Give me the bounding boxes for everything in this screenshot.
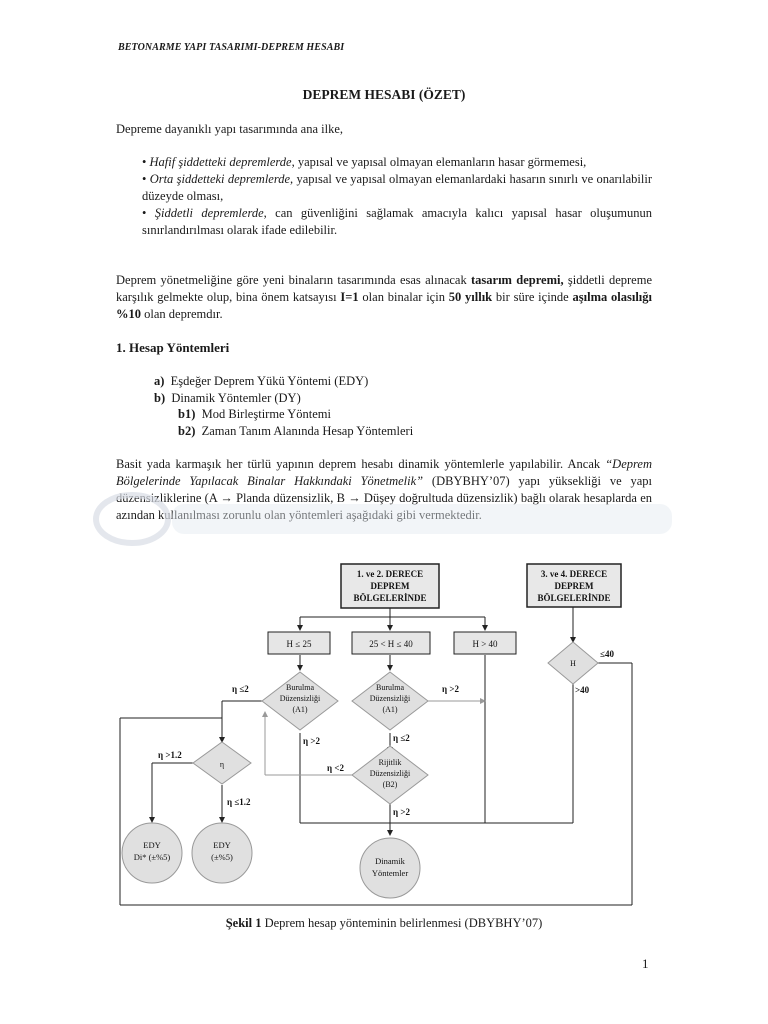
eta-bi-le2-mid-label: η ≤2 <box>393 733 410 743</box>
edy-1-line: Di* (±%5) <box>134 852 171 862</box>
a1-mid-line: Burulma <box>376 683 404 692</box>
edy-2-line: (±%5) <box>211 852 233 862</box>
list-item: b) Dinamik Yöntemler (DY) <box>154 390 301 405</box>
hn-diamond-label: H <box>570 659 576 668</box>
eta-ki-lt2-label: η <2 <box>327 763 344 773</box>
a1-left-line: (A1) <box>292 705 307 714</box>
hn-gt-40-label: >40 <box>575 685 590 695</box>
eta-diamond-label: η <box>220 760 224 769</box>
edy-2-line: EDY <box>213 840 230 850</box>
eta-bi-gt2-right-label: η >2 <box>442 684 459 694</box>
zone-1-2-line: DEPREM <box>371 581 411 591</box>
b2-line: Düzensizliği <box>370 769 411 778</box>
a1-left-line: Burulma <box>286 683 314 692</box>
intro-paragraph: Depreme dayanıklı yapı tasarımında ana i… <box>116 122 343 136</box>
bullet-lead: Şiddetli depremlerde <box>154 206 264 220</box>
a1-mid-line: (A1) <box>382 705 397 714</box>
design-earthquake-paragraph: Deprem yönetmeliğine göre yeni binaların… <box>116 273 653 321</box>
bullet-lead: Hafif şiddetteki depremlerde <box>149 155 292 169</box>
zone-3-4-line: BÖLGELERİNDE <box>537 593 610 603</box>
zone-3-4-line: DEPREM <box>555 581 595 591</box>
bullet-lead: Orta şiddetteki depremlerde, <box>149 172 294 186</box>
zone-1-2-line: BÖLGELERİNDE <box>353 593 426 603</box>
methods-paragraph: Basit yada karmaşık her türlü yapının de… <box>116 457 652 522</box>
list-item: b2) Zaman Tanım Alanında Hesap Yöntemler… <box>178 423 414 438</box>
b2-line: (B2) <box>383 780 398 789</box>
principle-list: • Hafif şiddetteki depremlerde, yapısal … <box>142 154 652 239</box>
zone-1-2-line: 1. ve 2. DERECE <box>357 569 423 579</box>
running-header: BETONARME YAPI TASARIMI-DEPREM HESABI <box>118 42 345 53</box>
height-condition-2: 25 < H ≤ 40 <box>369 639 413 649</box>
page-number: 1 <box>642 956 649 971</box>
a1-left-line: Düzensizliği <box>280 694 321 703</box>
list-item: • Hafif şiddetteki depremlerde, yapısal … <box>142 155 587 169</box>
eta-bi-le2-label: η ≤2 <box>232 684 249 694</box>
list-item: b1) Mod Birleştirme Yöntemi <box>178 407 332 421</box>
zone-3-4-line: 3. ve 4. DERECE <box>541 569 607 579</box>
bullet-text: yapısal ve yapısal olmayan elemanlardaki… <box>142 172 652 203</box>
list-item: • Orta şiddetteki depremlerde, yapısal v… <box>142 172 652 203</box>
section-heading: 1. Hesap Yöntemleri <box>116 340 230 355</box>
figure-caption: Şekil 1 Deprem hesap yönteminin belirlen… <box>225 916 543 930</box>
dynamic-line: Dinamik <box>375 856 405 866</box>
dynamic-line: Yöntemler <box>372 868 409 878</box>
bullet-text: , yapısal ve yapısal olmayan elemanların… <box>291 155 587 169</box>
a1-mid-line: Düzensizliği <box>370 694 411 703</box>
list-item: a) Eşdeğer Deprem Yükü Yöntemi (EDY) <box>154 374 369 388</box>
methods-list: a) Eşdeğer Deprem Yükü Yöntemi (EDY) b) … <box>154 373 413 439</box>
zone-1-2-box <box>340 563 440 609</box>
edy-1-line: EDY <box>143 840 160 850</box>
hn-le-40-label: ≤40 <box>600 649 614 659</box>
eta-bi-gt2-label: η >2 <box>303 736 320 746</box>
b2-line: Rijitlik <box>379 758 402 767</box>
list-item: • Şiddetli depremlerde, can güvenliğini … <box>142 206 652 237</box>
eta-ki-gt2-label: η >2 <box>393 807 410 817</box>
eta-gt-1-2-label: η >1.2 <box>158 750 182 760</box>
page-title: DEPREM HESABI (ÖZET) <box>302 87 466 102</box>
height-condition-1: H ≤ 25 <box>287 639 312 649</box>
height-condition-3: H > 40 <box>472 639 498 649</box>
zone-3-4-box <box>526 563 622 608</box>
eta-le-1-2-label: η ≤1.2 <box>227 797 251 807</box>
bullet-text: , can güvenliğini sağlamak amacıyla kalı… <box>142 206 652 237</box>
